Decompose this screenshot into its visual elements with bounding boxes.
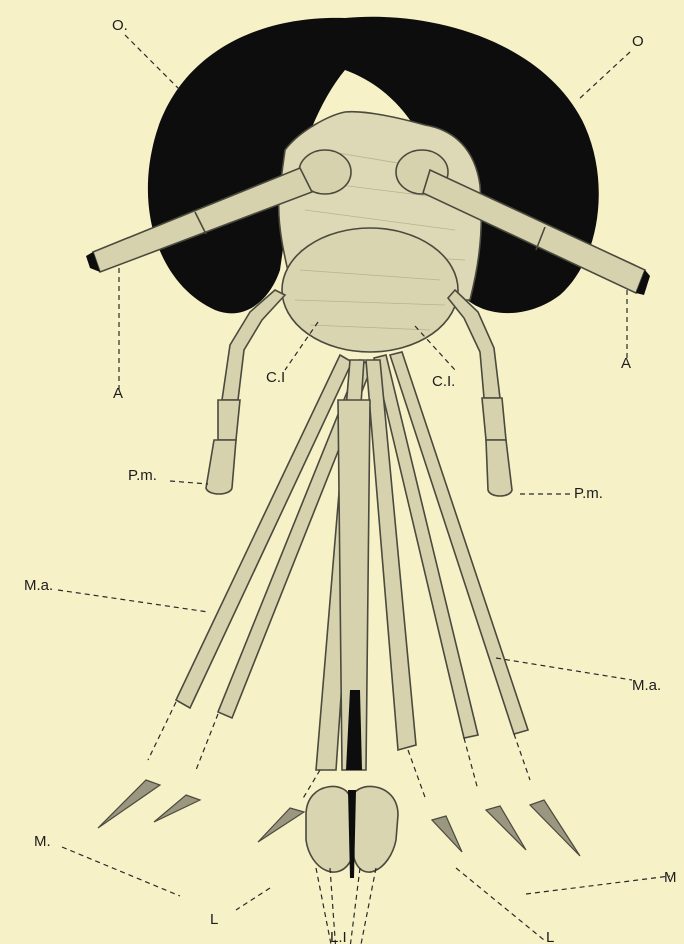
left-inner-tip (154, 795, 200, 822)
label-palp-right: P.m. (574, 485, 603, 502)
label-ocellus-right: O (632, 33, 644, 50)
label-ocellus-left: O. (112, 17, 128, 34)
label-mandible-left: M. (34, 833, 51, 850)
label-palp-left: P.m. (128, 467, 157, 484)
label-labrum-left: L (210, 911, 218, 928)
label-antenna-left: A (113, 385, 123, 402)
label-antenna-right: A (621, 355, 631, 372)
clypeus (282, 228, 458, 352)
label-mandible-right: M (664, 869, 677, 886)
label-maxilla-left: M.a. (24, 577, 53, 594)
left-maxilla-tip (98, 780, 160, 828)
left-maxillary-palp (206, 290, 285, 494)
right-maxilla-tip (530, 800, 580, 856)
label-labrum-right: L (546, 929, 554, 944)
right-labrum-tip (432, 816, 462, 852)
label-maxilla-right: M.a. (632, 677, 661, 694)
right-maxillary-palp (448, 290, 512, 496)
left-labrum-tip (258, 808, 304, 842)
labellum (306, 786, 398, 878)
label-clypeus-right: C.I. (432, 373, 455, 390)
label-labium: L.I (330, 929, 347, 944)
label-clypeus-left: C.I (266, 369, 285, 386)
right-inner-tip (486, 806, 526, 850)
